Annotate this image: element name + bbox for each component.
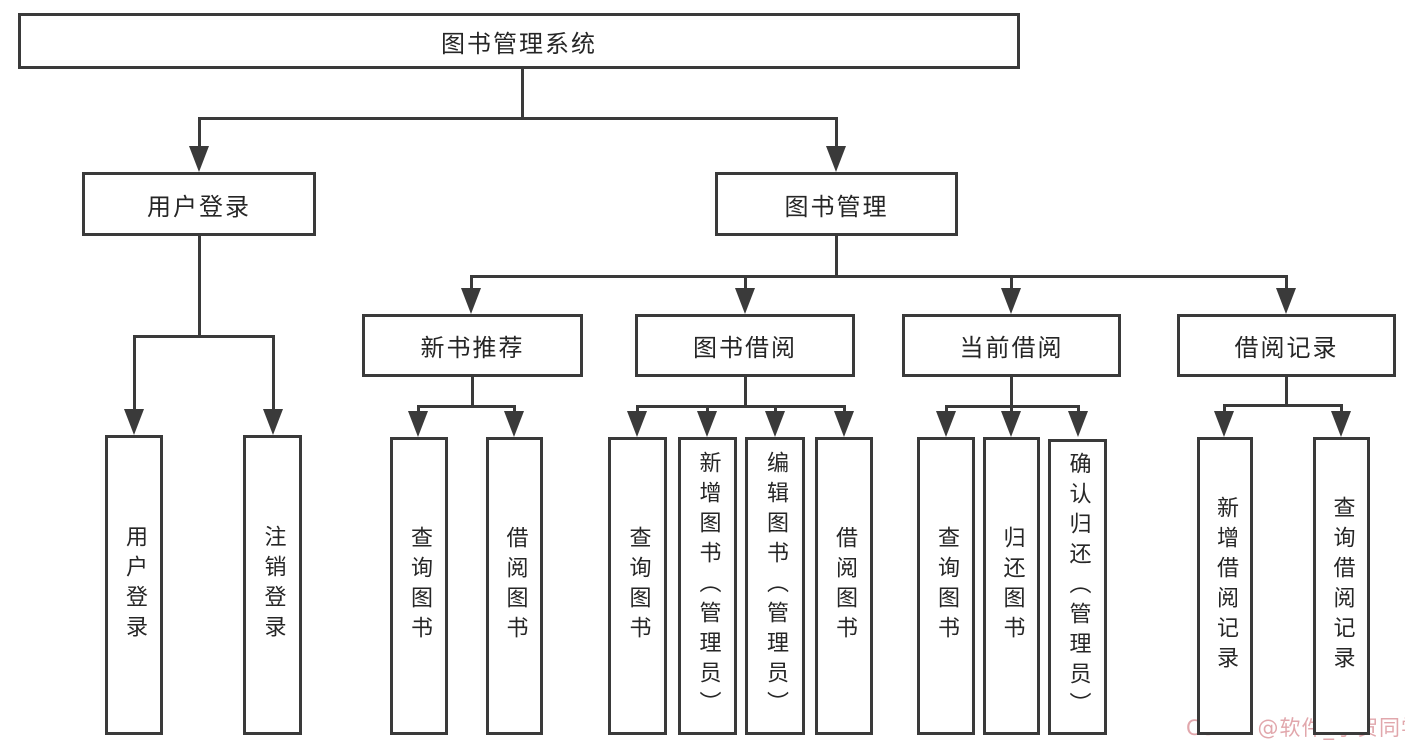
connector-segment — [1009, 274, 1013, 296]
connector-segment — [520, 67, 524, 120]
node-label: 注销登录 — [260, 525, 286, 645]
connector-arrowhead-down — [826, 146, 846, 172]
connector-segment — [469, 274, 1288, 278]
node-label: 用户登录 — [122, 525, 147, 645]
connector-segment — [132, 334, 275, 338]
node-root: 图书管理系统 — [18, 13, 1020, 69]
connector-segment — [132, 334, 136, 417]
connector-arrowhead-down — [408, 411, 428, 437]
node-leaf-query-book-current: 查询图书 — [917, 437, 975, 735]
connector-arrowhead-down — [1068, 411, 1088, 437]
node-label: 编辑图书（管理员） — [763, 451, 788, 721]
node-book-borrowing: 图书借阅 — [635, 314, 855, 377]
node-leaf-borrow-book-recommend: 借阅图书 — [486, 437, 543, 735]
connector-arrowhead-down — [1001, 288, 1021, 314]
connector-segment — [635, 404, 846, 408]
connector-arrowhead-down — [1001, 411, 1021, 437]
node-leaf-add-book-admin: 新增图书（管理员） — [678, 437, 737, 735]
node-label: 确认归还（管理员） — [1065, 452, 1091, 722]
connector-arrowhead-down — [1214, 411, 1234, 437]
connector-arrowhead-down — [936, 411, 956, 437]
node-new-book-recommend: 新书推荐 — [362, 314, 583, 377]
node-label: 借阅图书 — [502, 526, 528, 646]
node-user-login: 用户登录 — [82, 172, 316, 236]
connector-arrowhead-down — [124, 409, 144, 435]
node-label: 查询图书 — [934, 526, 959, 646]
connector-arrowhead-down — [765, 411, 785, 437]
node-leaf-logout: 注销登录 — [243, 435, 302, 735]
node-label: 用户登录 — [147, 192, 251, 221]
node-current-borrowing: 当前借阅 — [902, 314, 1121, 377]
node-leaf-user-login: 用户登录 — [105, 435, 163, 735]
node-book-management: 图书管理 — [715, 172, 958, 236]
connector-segment — [416, 404, 516, 408]
connector-segment — [197, 234, 201, 338]
node-leaf-confirm-return-admin: 确认归还（管理员） — [1048, 439, 1107, 735]
connector-segment — [197, 116, 838, 120]
node-label: 查询图书 — [625, 526, 651, 646]
connector-segment — [834, 116, 838, 154]
node-label: 查询图书 — [407, 526, 432, 646]
connector-segment — [834, 234, 838, 278]
connector-segment — [1222, 403, 1343, 407]
node-label: 新增借阅记录 — [1213, 496, 1238, 676]
node-leaf-add-borrow-record: 新增借阅记录 — [1197, 437, 1253, 735]
connector-arrowhead-down — [263, 409, 283, 435]
node-label: 新书推荐 — [420, 334, 525, 362]
node-leaf-edit-book-admin: 编辑图书（管理员） — [745, 437, 805, 735]
node-leaf-borrow-book: 借阅图书 — [815, 437, 873, 735]
connector-segment — [1284, 274, 1288, 296]
node-borrowing-records: 借阅记录 — [1177, 314, 1396, 377]
node-label: 图书借阅 — [693, 334, 797, 362]
connector-segment — [197, 116, 201, 154]
connector-arrowhead-down — [834, 411, 854, 437]
node-leaf-return-book: 归还图书 — [983, 437, 1040, 735]
connector-segment — [470, 375, 474, 408]
node-label: 归还图书 — [999, 526, 1025, 646]
node-leaf-query-book-recommend: 查询图书 — [390, 437, 448, 735]
connector-arrowhead-down — [1276, 288, 1296, 314]
connector-segment — [743, 274, 747, 296]
connector-segment — [743, 375, 747, 408]
node-label: 借阅记录 — [1234, 334, 1339, 362]
connector-arrowhead-down — [504, 411, 524, 437]
node-label: 当前借阅 — [959, 334, 1064, 362]
connector-arrowhead-down — [697, 411, 717, 437]
node-label: 查询借阅记录 — [1329, 496, 1355, 676]
node-label: 图书管理 — [784, 192, 889, 221]
connector-segment — [1009, 375, 1013, 408]
connector-arrowhead-down — [627, 411, 647, 437]
connector-arrowhead-down — [189, 146, 209, 172]
node-leaf-query-borrow-record: 查询借阅记录 — [1313, 437, 1370, 735]
connector-segment — [271, 334, 275, 417]
connector-segment — [469, 274, 473, 296]
connector-segment — [1284, 375, 1288, 407]
node-label: 图书管理系统 — [441, 29, 597, 58]
node-leaf-query-book-borrowing: 查询图书 — [608, 437, 667, 735]
connector-arrowhead-down — [1331, 411, 1351, 437]
node-label: 借阅图书 — [832, 526, 857, 646]
connector-arrowhead-down — [461, 288, 481, 314]
connector-arrowhead-down — [735, 288, 755, 314]
node-label: 新增图书（管理员） — [695, 451, 721, 721]
